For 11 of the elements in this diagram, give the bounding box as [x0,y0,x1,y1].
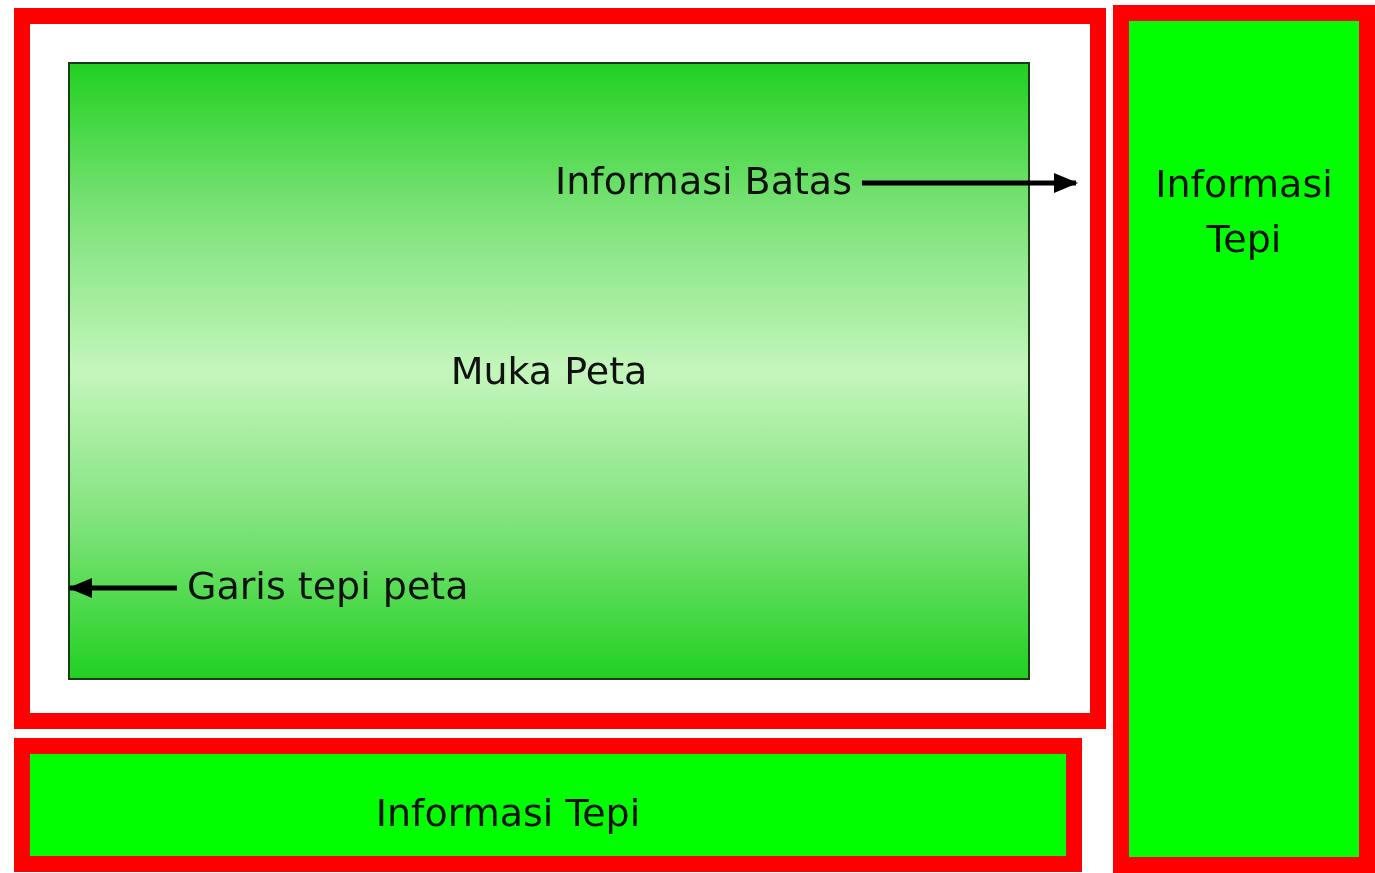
panel-label: Muka Peta [450,349,648,393]
panel-label: Informasi Tepi [374,790,642,837]
arrow [68,578,177,598]
panel-label: Informasi Tepi [1154,161,1334,264]
callout-text: Informasi Batas [555,159,852,203]
map-face-panel [68,62,1030,680]
map-frame [14,8,1106,729]
margin-info-panel [14,738,1082,872]
callout-text: Garis tepi peta [187,564,469,608]
margin-info-panel [1113,5,1375,873]
arrow [861,173,1078,193]
